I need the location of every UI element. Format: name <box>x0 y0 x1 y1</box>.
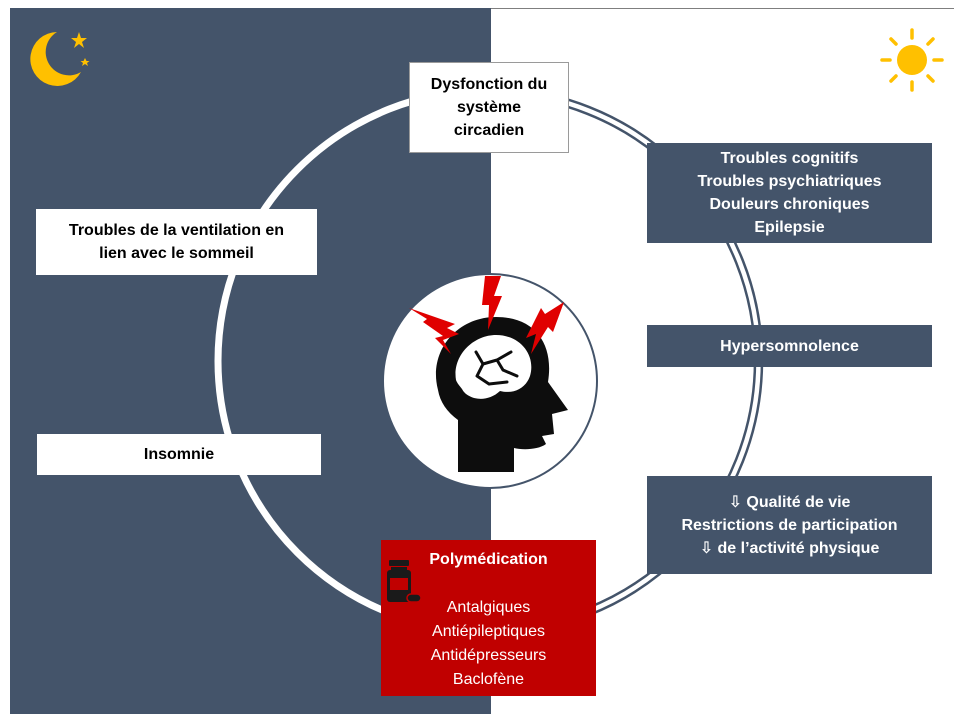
hypersomnolence-box: Hypersomnolence <box>647 325 932 367</box>
medication-item: Antiépileptiques <box>432 623 545 640</box>
ventilation-disorders-box: Troubles de la ventilation en lien avec … <box>36 209 317 275</box>
medication-list: Antalgiques Antiépileptiques Antidépress… <box>381 596 596 692</box>
polymedication-title: Polymédication <box>429 551 548 568</box>
polymedication-box: Polymédication Antalgiques Antiépileptiq… <box>381 540 596 696</box>
quality-of-life-box: ⇩ Qualité de vie Restrictions de partici… <box>647 476 932 574</box>
box-line: Hypersomnolence <box>720 337 859 355</box>
box-line: Dysfonction du <box>430 76 548 93</box>
box-line: Troubles de la ventilation en <box>68 222 285 239</box>
box-line: Restrictions de participation <box>681 516 898 534</box>
pill-bottle-icon <box>387 560 422 603</box>
disorders-box: Troubles cognitifs Troubles psychiatriqu… <box>647 143 932 243</box>
center-head-circle <box>382 273 598 489</box>
box-line: circadien <box>453 122 525 139</box>
head-with-lightning-icon <box>409 276 568 472</box>
medication-item: Baclofène <box>452 671 525 688</box>
box-line: Epilepsie <box>754 219 825 236</box>
box-line: système <box>456 99 522 116</box>
box-line: Douleurs chroniques <box>709 196 870 213</box>
box-line: Troubles psychiatriques <box>697 173 882 190</box>
sun-icon <box>880 28 944 92</box>
box-line: Insomnie <box>143 446 215 463</box>
ring-left-arc <box>214 86 490 636</box>
insomnia-box: Insomnie <box>37 434 321 475</box>
medication-item: Antidépresseurs <box>430 647 547 664</box>
box-line: Troubles cognitifs <box>720 150 859 167</box>
circadian-dysfunction-box: Dysfonction du système circadien <box>409 62 569 153</box>
box-line: lien avec le sommeil <box>99 245 254 262</box>
box-line: ⇩ Qualité de vie <box>728 493 851 511</box>
moon-and-stars-icon <box>30 32 90 86</box>
box-line: ⇩ de l’activité physique <box>699 539 880 557</box>
medication-item: Antalgiques <box>446 599 531 616</box>
